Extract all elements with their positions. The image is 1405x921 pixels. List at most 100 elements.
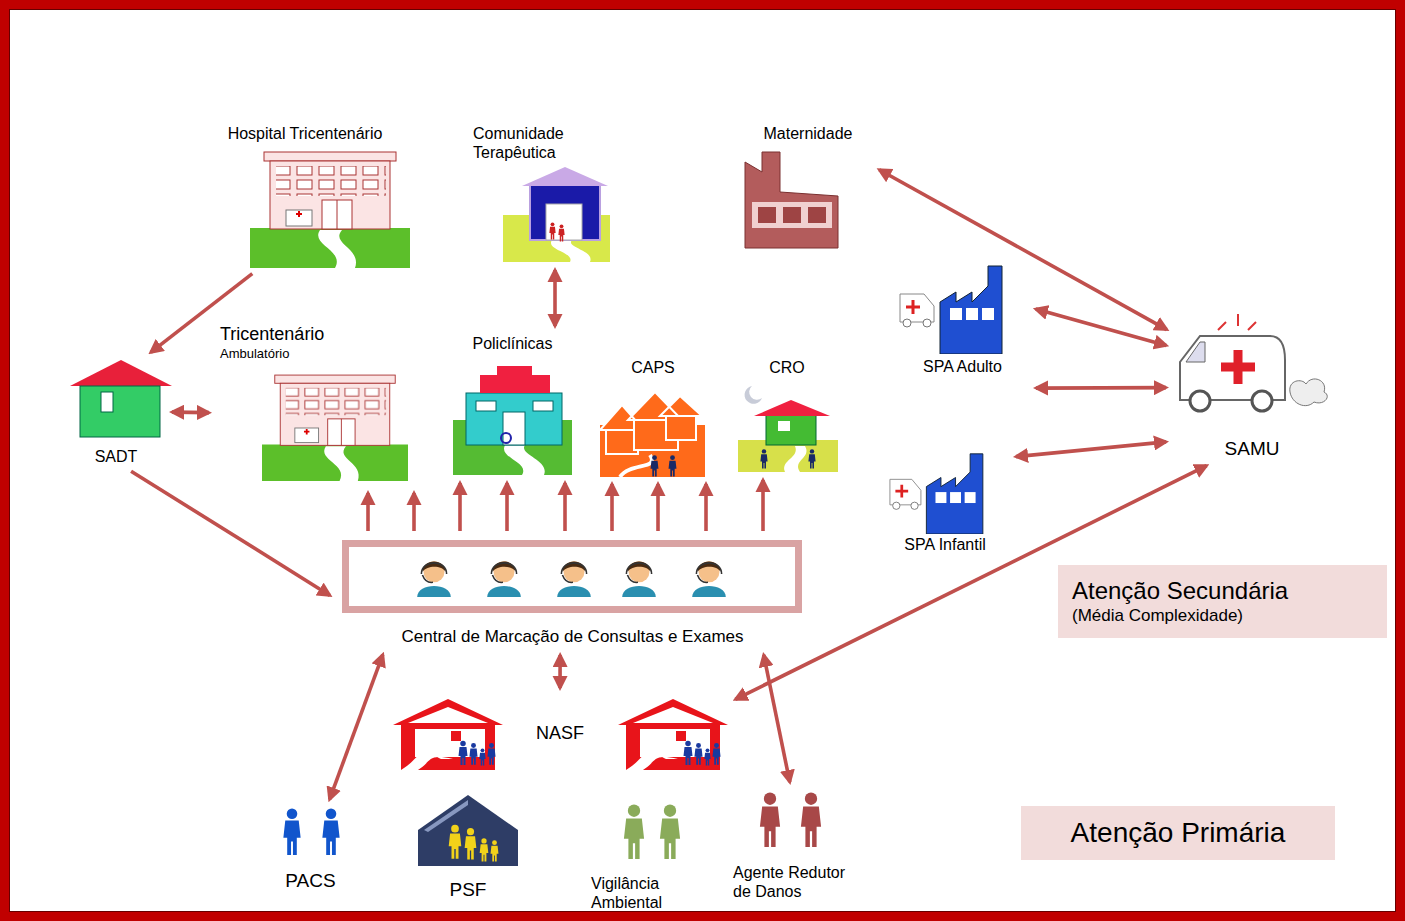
policlinicas-icon [533,401,553,411]
maternidade-icon [745,152,838,248]
node-label: CAPS [603,358,703,377]
node-label: Comunidade Terapêutica [473,124,608,162]
node-box: CAPS [598,356,708,478]
arrow-connector [764,655,790,782]
node-box: Central de Marcação de Consultas e Exame… [335,537,810,649]
policlinicas-icon [480,366,550,393]
caps-icon [620,455,652,477]
cro-icon [808,449,815,468]
psf-house [449,825,462,859]
spa-infantil-icon [890,454,983,534]
sadt-icon [70,360,172,386]
psf-house [449,825,499,862]
vigilancia-figures [624,805,680,859]
caps-icon [651,455,677,476]
operator-icons [487,561,521,597]
node-label: NASF [395,723,725,745]
sadt-icon [70,360,172,437]
node-box: SPA Infantil [880,452,1010,556]
node-label: PSF [419,879,517,902]
node-label: Hospital Tricentenário [201,124,409,143]
node-box: Agente Redutor de Danos [728,788,868,903]
node-box: NASF [390,694,730,774]
cro-icon [760,449,767,468]
nasf-houses [618,699,728,772]
maternidade-icon [752,202,832,228]
policlinicas-icon [503,412,525,445]
policlinicas-icon [466,393,562,445]
node-box: Maternidade [742,122,874,250]
node-box: SPA Adulto [895,262,1030,392]
policlinicas-icon [476,401,496,411]
node-label: SPA Adulto [900,357,1025,376]
samu-icon [1221,350,1255,384]
vigilancia-figures [624,805,644,859]
arrow-connector [172,410,209,414]
ambulatorio-icon [262,375,408,481]
comunidade-icon [551,240,591,262]
maternidade-icon [758,207,776,223]
arrow-connector [610,484,614,531]
samu-icon [1290,379,1327,406]
node-label: Vigilância Ambiental [591,874,691,912]
cro-icon [778,421,790,431]
node-label: Central de Marcação de Consultas e Exame… [340,627,805,647]
arrow-connector [879,170,1167,330]
node-label: Maternidade [747,124,869,143]
node-box: PACS [268,805,353,895]
comunidade-icon [549,222,555,239]
psf-house [465,828,477,860]
node-box: Vigilância Ambiental [586,800,696,912]
node-label: SPA Infantil [885,535,1005,554]
node-label: Agente Redutor de Danos [733,863,863,901]
ambulatorio-icon [262,375,408,481]
nasf-houses [459,741,468,765]
sadt-icon [101,392,113,412]
nasf-houses [479,748,485,765]
node-label: Atenção Secundária [1072,577,1373,606]
node-label: SADT [71,447,161,466]
arrow-connector [558,655,562,688]
arrow-connector [131,471,330,595]
spa-adulto-icon [900,266,1002,354]
node-box: CRO [734,356,840,474]
pacs-figures [283,808,339,855]
node-box: TricentenárioAmbulatório [215,322,420,487]
node-label: (Média Complexidade) [1072,606,1373,626]
operator-icons [692,561,726,597]
comunidade-icon [558,224,564,241]
caps-icon [651,455,659,476]
booking-frame [342,540,802,613]
comunidade-icon [503,167,610,262]
node-label: Atenção Primária [1026,816,1330,850]
maternidade-icon [783,207,801,223]
arrow-connector [563,483,567,531]
caps-icon [600,392,705,477]
arrow-connector [761,480,765,531]
nasf-houses [393,699,728,772]
caps-icon [666,416,696,440]
node-box: Comunidade Terapêutica [468,122,613,264]
samu-icon [1252,391,1272,411]
sadt-icon [80,386,160,437]
cro-icon [766,415,816,445]
hospital-icon [250,152,410,268]
pacs-figures [283,808,300,855]
arrow-connector [366,493,370,531]
arrow-connector [1036,386,1166,390]
arrow-connector [330,655,383,800]
psf-house [480,838,489,861]
nasf-houses [459,741,721,766]
arrow-connector [412,493,416,531]
agente-figures [760,793,821,847]
nasf-houses [393,699,503,772]
psf-house [418,795,518,866]
nasf-houses [684,741,693,765]
arrow-connector [458,483,462,531]
comunidade-icon [522,167,608,186]
node-label: CRO [739,358,835,377]
spa-infantil-icon [890,454,983,534]
node-box: Hospital Tricentenário [196,122,414,270]
